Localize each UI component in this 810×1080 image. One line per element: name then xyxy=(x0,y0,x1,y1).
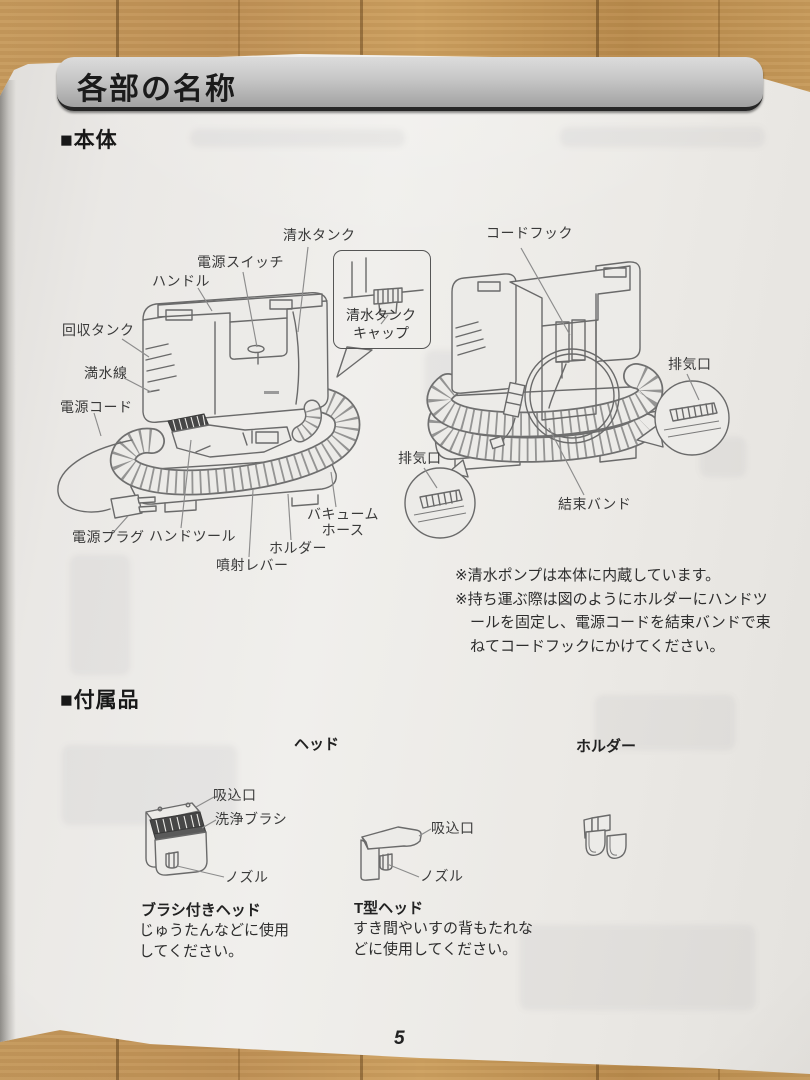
label-brush-nozzle: ノズル xyxy=(225,869,269,885)
label-brush-suction: 吸込口 xyxy=(213,787,257,803)
show-through-text xyxy=(595,695,735,750)
column-header-holder: ホルダー xyxy=(576,738,637,755)
desc-t-head: すき間やいすの背もたれなどに使用してください。 xyxy=(353,920,534,958)
back-view-illustration xyxy=(426,261,668,471)
show-through-text xyxy=(520,925,755,1010)
notes-block: ※清水ポンプは本体に内蔵しています。 ※持ち運ぶ際は図のようにホルダーにハンドツ… xyxy=(455,564,781,658)
exhaust-callout-right xyxy=(636,380,730,456)
label-exhaust-left: 排気口 xyxy=(398,450,442,466)
label-vacuum-hose: バキュームホース xyxy=(306,506,380,539)
label-holder: ホルダー xyxy=(269,540,327,556)
label-clean-water-tank: 清水タンク xyxy=(283,227,356,243)
page-stack-edge xyxy=(0,80,16,1056)
page-number: 5 xyxy=(394,1028,405,1049)
label-spray-lever: 噴射レバー xyxy=(216,557,289,573)
caption-brush-head: ブラシ付きヘッド xyxy=(141,902,261,919)
label-t-suction: 吸込口 xyxy=(431,820,475,836)
page-title: 各部の名称 xyxy=(77,73,237,106)
brush-head-illustration xyxy=(145,802,208,876)
section-heading-accessories: ■付属品 xyxy=(60,689,140,712)
label-full-water-line: 満水線 xyxy=(84,365,128,381)
t-head-illustration xyxy=(360,826,422,881)
holder-illustration xyxy=(583,814,627,859)
desc-brush-head: じゅうたんなどに使用してください。 xyxy=(139,922,290,960)
label-handle: ハンドル xyxy=(152,273,210,289)
label-t-nozzle: ノズル xyxy=(420,868,464,884)
tank-cap-callout-art xyxy=(336,257,424,378)
show-through-text xyxy=(190,129,405,147)
show-through-text xyxy=(70,555,130,675)
caption-t-head: T型ヘッド xyxy=(354,900,424,917)
label-hand-tool: ハンドツール xyxy=(149,528,236,544)
label-binding-band: 結束バンド xyxy=(558,496,632,512)
front-view-illustration xyxy=(57,292,361,519)
label-power-cord: 電源コード xyxy=(60,399,133,415)
page-title-bar: 各部の名称 xyxy=(57,57,763,111)
leader-lines xyxy=(93,246,700,878)
note-pump: ※清水ポンプは本体に内蔵しています。 xyxy=(455,567,721,584)
label-power-plug: 電源プラグ xyxy=(72,529,145,545)
label-recovery-tank: 回収タンク xyxy=(62,322,135,338)
tank-cap-callout-box xyxy=(333,250,431,349)
note-carrying: ※持ち運ぶ際は図のようにホルダーにハンドツールを固定し、電源コードを結束バンドで… xyxy=(455,590,771,655)
exhaust-callout-left xyxy=(404,459,476,539)
label-cleaning-brush: 洗浄ブラシ xyxy=(215,811,288,827)
column-header-head: ヘッド xyxy=(294,736,340,753)
section-heading-main-unit: ■本体 xyxy=(60,129,118,152)
label-exhaust-right: 排気口 xyxy=(668,356,712,372)
label-power-switch: 電源スイッチ xyxy=(197,254,284,270)
label-cord-hook: コードフック xyxy=(486,225,573,241)
show-through-text xyxy=(560,127,765,147)
label-tank-cap: 清水タンクキャップ xyxy=(346,307,416,341)
